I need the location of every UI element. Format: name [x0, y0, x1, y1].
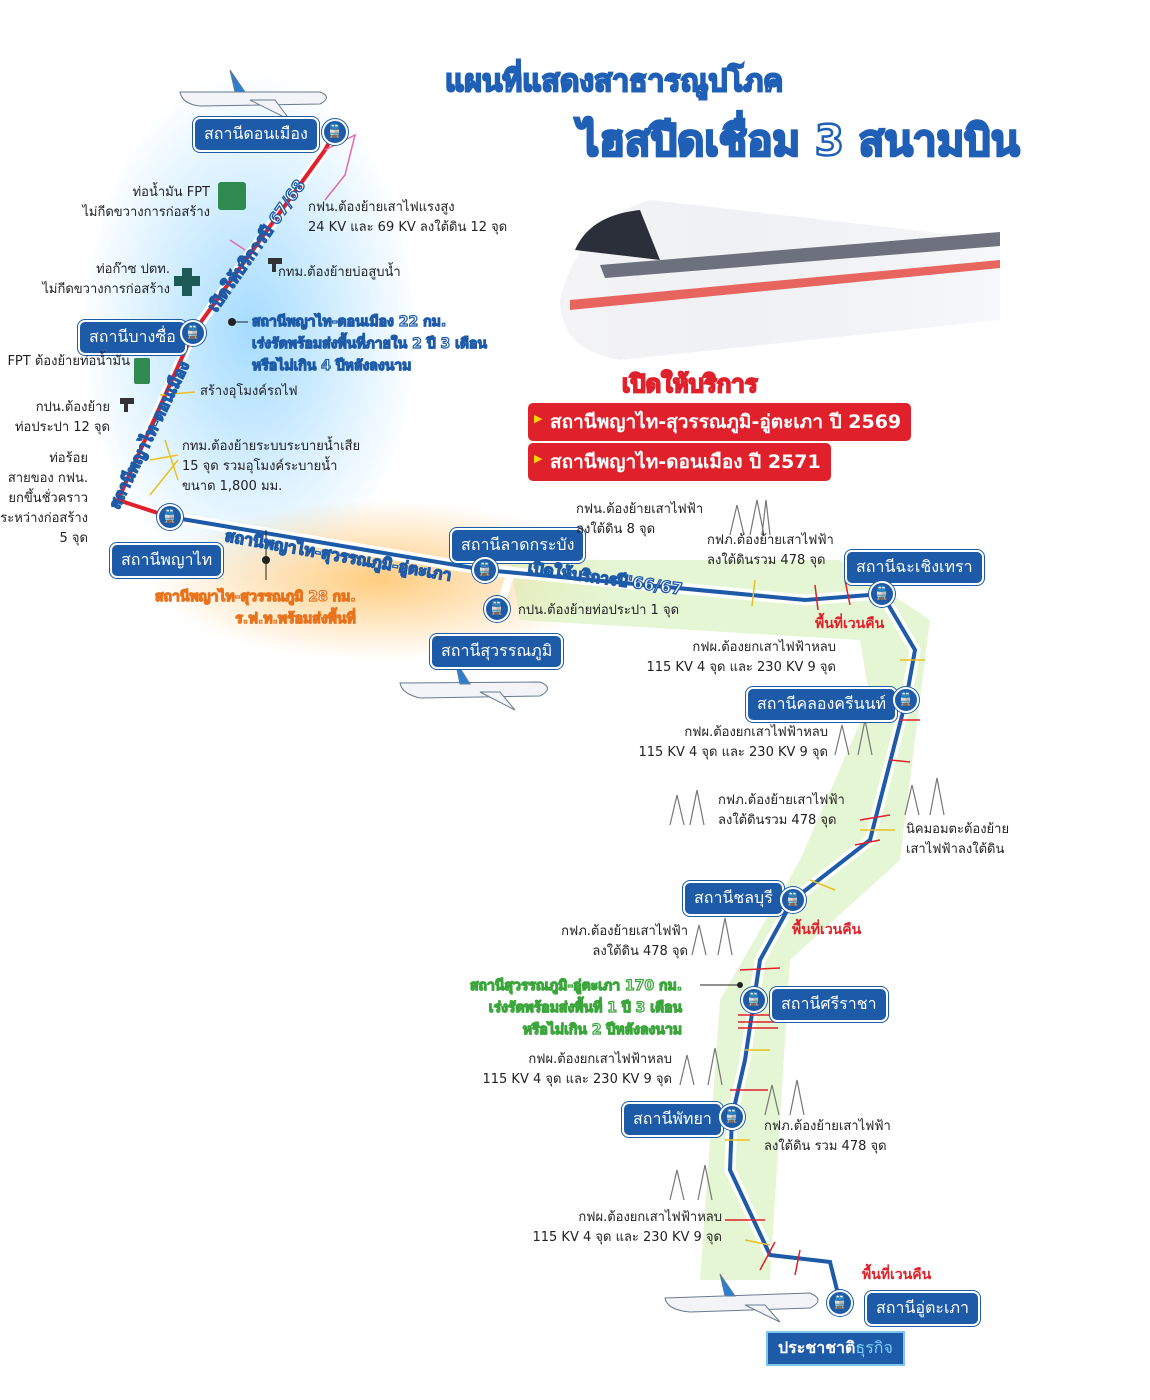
train-station-icon: 🚆 [780, 887, 806, 913]
station-khlong-kruen[interactable]: สถานีคลองครีนนท์ [746, 687, 898, 722]
highlight-line: ร.ฟ.ท.พร้อมส่งพื้นที่ [235, 610, 357, 627]
note-expropriation: พื้นที่เวนคืน [815, 616, 885, 632]
highlight-line: สถานีสุวรรณภูมิ-อู่ตะเภา 170 กม. [469, 977, 683, 994]
highlight-line: หรือไม่เกิน 2 ปีหลังลงนาม [522, 1021, 683, 1038]
train-station-icon: 🚆 [869, 581, 895, 607]
train-station-icon: 🚆 [157, 504, 183, 530]
highlight-line: สถานีพญาไท-สุวรรณภูมิ 28 กม. [154, 588, 356, 605]
note-pea-478c: กฟภ.ต้องย้ายเสาไฟฟ้าลงใต้ดิน 478 จุด [561, 924, 688, 959]
train-station-icon: 🚆 [180, 320, 206, 346]
note-bma-pump: กทม.ต้องย้ายบ่อสูบน้ำ [278, 265, 401, 280]
station-bang-sue[interactable]: สถานีบางซื่อ [78, 320, 187, 355]
station-chonburi[interactable]: สถานีชลบุรี [683, 881, 784, 916]
note-mwa-1: กปน.ต้องย้ายท่อประปา 1 จุด [518, 603, 680, 618]
service-item: สถานีพญาไท-สุวรรณภูมิ-อู่ตะเภา ปี 2569 [528, 403, 912, 441]
train-station-icon: 🚆 [893, 687, 919, 713]
station-chachoengsao[interactable]: สถานีฉะเชิงเทรา [845, 550, 984, 585]
station-don-mueang[interactable]: สถานีดอนเมือง [193, 117, 319, 152]
oil-tank-icon [218, 182, 246, 210]
highlight-line: สถานีพญาไท-ดอนเมือง 22 กม. [251, 313, 447, 330]
train-station-icon: 🚆 [472, 557, 498, 583]
station-phaya-thai[interactable]: สถานีพญาไท [110, 543, 224, 578]
note-expropriation: พื้นที่เวนคืน [862, 1267, 932, 1283]
note-ptt-gas: ท่อก๊าซ ปตท.ไม่กีดขวางการก่อสร้าง [42, 262, 170, 297]
note-fpt-move: FPT ต้องย้ายท่อน้ำมัน [7, 354, 130, 369]
note-tunnel: สร้างอุโมงค์รถไฟ [200, 384, 298, 399]
note-pea-478b: กฟภ.ต้องย้ายเสาไฟฟ้าลงใต้ดินรวม 478 จุด [718, 793, 845, 828]
airplane-icon [399, 659, 548, 711]
faucet-icon [120, 398, 134, 412]
publisher-logo: ประชาชาติธุรกิจ [766, 1331, 905, 1366]
green-glow [510, 560, 930, 1280]
highlight-suvarnabhumi: สถานีพญาไท-สุวรรณภูมิ 28 กม. ร.ฟ.ท.พร้อม… [154, 586, 357, 630]
note-expropriation: พื้นที่เวนคืน [792, 922, 862, 938]
train-station-icon: 🚆 [484, 596, 510, 622]
station-suvarnabhumi[interactable]: สถานีสุวรรณภูมิ [430, 634, 564, 669]
airplane-icon [664, 1273, 819, 1323]
gas-valve-icon [174, 268, 200, 296]
station-lat-krabang[interactable]: สถานีลาดกระบัง [450, 528, 586, 563]
train-station-icon: 🚆 [741, 987, 767, 1013]
note-mea-conduit: ท่อร้อยสายของ กฟน.ยกขึ้นชั่วคราวระหว่างก… [0, 451, 88, 546]
note-pea-478d: กฟภ.ต้องย้ายเสาไฟฟ้าลงใต้ดิน รวม 478 จุด [764, 1119, 891, 1154]
train-station-icon: 🚆 [719, 1104, 745, 1130]
map-title: แผนที่แสดงสาธารณูปโภค [444, 63, 784, 100]
highlight-u-tapao: สถานีสุวรรณภูมิ-อู่ตะเภา 170 กม. เร่งรัด… [469, 975, 683, 1041]
highlight-line: เร่งรัดพร้อมส่งพื้นที่ภายใน 2 ปี 3 เดือน [251, 335, 487, 352]
train-station-icon: 🚆 [322, 119, 348, 145]
faucet-icon [268, 258, 282, 272]
train-station-icon: 🚆 [827, 1290, 853, 1316]
fuel-pump-icon [134, 358, 150, 384]
highlight-line: เร่งรัดพร้อมส่งพื้นที่ 1 ปี 3 เดือน [488, 999, 683, 1016]
airplane-icon [179, 69, 327, 121]
note-estate: นิคมอมตะต้องย้ายเสาไฟฟ้าลงใต้ดิน [906, 822, 1010, 857]
map-subtitle: ไฮสปีดเชื่อม 3 สนามบิน [577, 115, 1021, 167]
service-heading: เปิดให้บริการ [621, 369, 758, 399]
station-pattaya[interactable]: สถานีพัทยา [622, 1102, 723, 1137]
note-pea-478a: กฟภ.ต้องย้ายเสาไฟฟ้าลงใต้ดินรวม 478 จุด [707, 533, 834, 568]
train-image [560, 200, 1000, 360]
service-item: สถานีพญาไท-ดอนเมือง ปี 2571 [528, 443, 831, 481]
highlight-don-mueang: สถานีพญาไท-ดอนเมือง 22 กม. เร่งรัดพร้อมส… [251, 311, 487, 377]
highlight-line: หรือไม่เกิน 4 ปีหลังลงนาม [251, 357, 412, 374]
station-u-tapao[interactable]: สถานีอู่ตะเภา [865, 1291, 980, 1326]
note-mwa-12: กปน.ต้องย้ายท่อประปา 12 จุด [14, 400, 110, 435]
station-si-racha[interactable]: สถานีศรีราชา [770, 987, 888, 1022]
note-mea-8: กฟน.ต้องย้ายเสาไฟฟ้าลงใต้ดิน 8 จุด [576, 502, 704, 537]
